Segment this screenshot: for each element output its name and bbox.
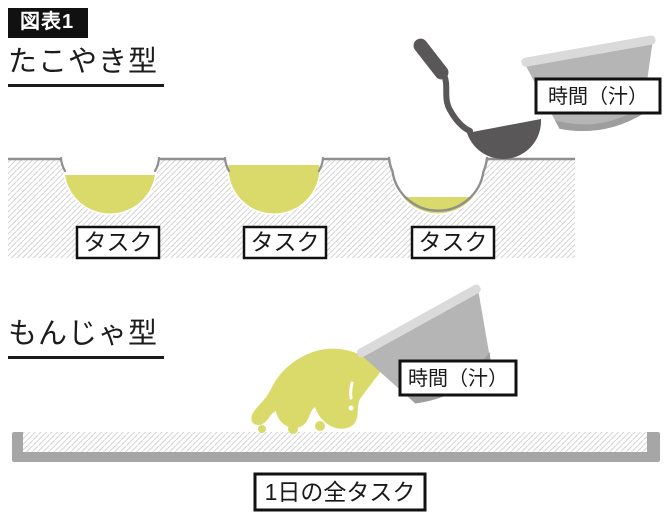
monja-griddle <box>12 432 660 462</box>
monja-heading: もんじゃ型 <box>8 318 165 360</box>
task-label-1-text: タスク <box>84 229 153 255</box>
all-tasks-label-text: 1日の全タスク <box>265 479 416 505</box>
figure-badge: 図表1 <box>8 8 89 38</box>
time-label-takoyaki-text: 時間（汁） <box>548 85 648 108</box>
splash-highlight-dot <box>348 405 354 411</box>
monja-bowl-rim <box>356 284 481 358</box>
splash-drop-2 <box>288 424 298 434</box>
takoyaki-heading: たこやき型 <box>8 46 165 88</box>
time-label-monja: 時間（汁） <box>398 359 518 397</box>
time-bowl-rim <box>521 35 656 67</box>
splash-main <box>251 348 382 429</box>
splash-drop-1 <box>258 425 266 433</box>
pocket-1-rim <box>59 156 161 173</box>
task-label-2-text: タスク <box>251 229 320 255</box>
time-label-monja-text: 時間（汁） <box>408 367 508 390</box>
monja-tray-surface <box>23 432 647 452</box>
ladle-stem <box>441 72 473 134</box>
time-bowl-shade <box>555 104 645 132</box>
ladle-bowl <box>467 119 542 159</box>
task-label-2: タスク <box>242 225 328 260</box>
task-label-3-text: タスク <box>419 229 488 255</box>
task-label-3: タスク <box>410 225 496 260</box>
splash-drop-3 <box>315 421 325 431</box>
time-label-takoyaki: 時間（汁） <box>534 77 662 115</box>
ladle-icon <box>413 38 542 159</box>
splash-highlight <box>349 381 354 400</box>
ladle-handle <box>413 38 449 80</box>
task-label-1: タスク <box>75 225 161 260</box>
pocket-2-rim <box>223 156 325 173</box>
monja-bowl-icon <box>356 284 491 404</box>
batter-splash <box>251 348 382 434</box>
pocket-3-outline <box>387 156 489 212</box>
all-tasks-label: 1日の全タスク <box>253 472 427 512</box>
